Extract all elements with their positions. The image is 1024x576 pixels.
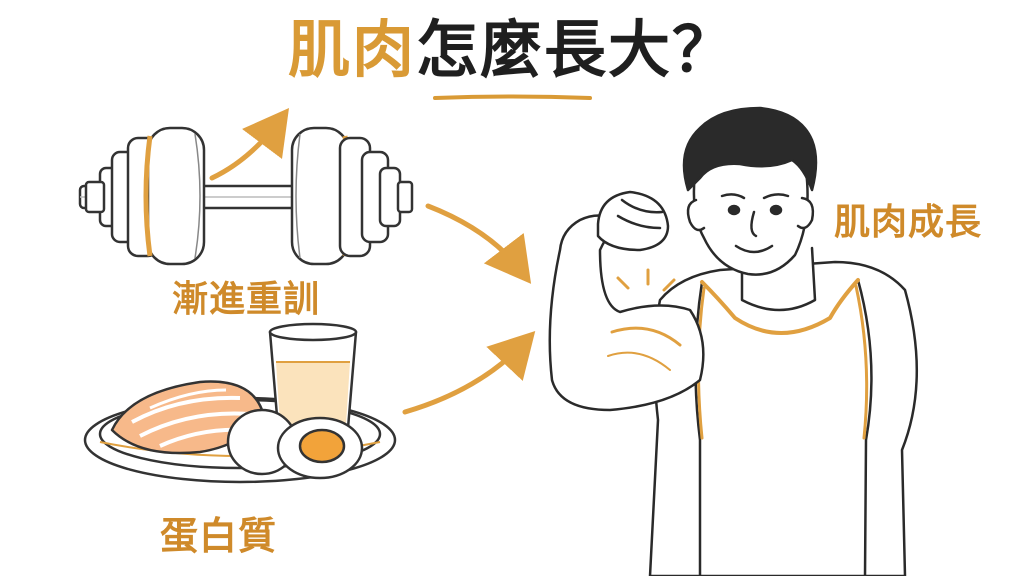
arrow-protein-to-growth	[402, 331, 536, 415]
label-muscle-growth: 肌肉成長	[834, 202, 983, 243]
muscular-man-flexing-icon	[548, 106, 919, 576]
label-protein: 蛋白質	[160, 514, 278, 558]
page-title: 肌肉怎麼長大？	[0, 8, 1024, 92]
label-progressive-training: 漸進重訓	[172, 279, 321, 320]
title-underline	[433, 94, 592, 100]
salmon-egg-milk-plate-icon	[83, 322, 397, 484]
title-rest: 怎麼長大？	[416, 13, 737, 86]
arrow-up-right	[209, 108, 290, 181]
dumbbell-icon	[78, 126, 414, 266]
arrow-training-to-growth	[425, 203, 532, 284]
title-accent: 肌肉	[287, 13, 416, 86]
